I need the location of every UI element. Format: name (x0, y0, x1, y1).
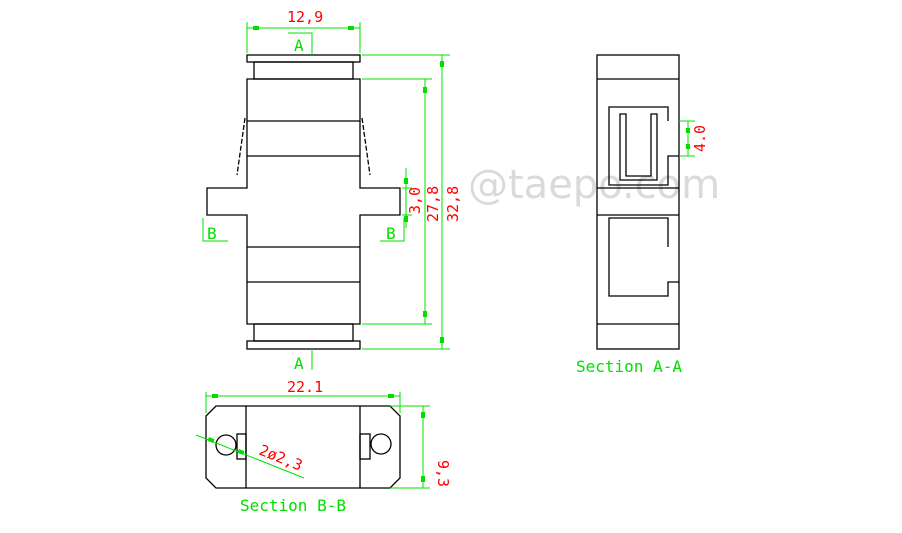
bottom-neck (253, 323, 354, 342)
watermark: @taepo.com (468, 162, 720, 208)
front-view: 12,9 A A B B 32,8 27,8 3,0 (202, 8, 462, 373)
bb-width-dimension: 22.1 (287, 378, 323, 396)
section-bb: 22.1 9,3 2ø2,3 Section B-B (195, 378, 452, 515)
section-aa-title: Section A-A (576, 357, 682, 376)
top-flange (246, 54, 361, 63)
top-neck (253, 61, 354, 80)
body-outline (206, 78, 401, 325)
bottom-flange (246, 340, 361, 350)
section-b-marker-right: B (386, 224, 396, 243)
flange-thickness-dimension: 3,0 (406, 187, 424, 214)
total-height-dimension: 32,8 (444, 186, 462, 222)
hole-dimension: 2ø2,3 (257, 441, 306, 475)
section-b-marker-left: B (207, 224, 217, 243)
body-height-dimension: 27,8 (424, 186, 442, 222)
right-clip (361, 117, 371, 176)
section-a-marker-bottom: A (294, 354, 304, 373)
section-a-marker-top: A (294, 36, 304, 55)
left-clip (236, 117, 246, 176)
section-aa: 4.0 Section A-A (576, 54, 709, 376)
bb-height-dimension: 9,3 (434, 460, 452, 487)
slot-dimension: 4.0 (691, 125, 709, 152)
section-bb-title: Section B-B (240, 496, 346, 515)
width-dimension: 12,9 (287, 8, 323, 26)
